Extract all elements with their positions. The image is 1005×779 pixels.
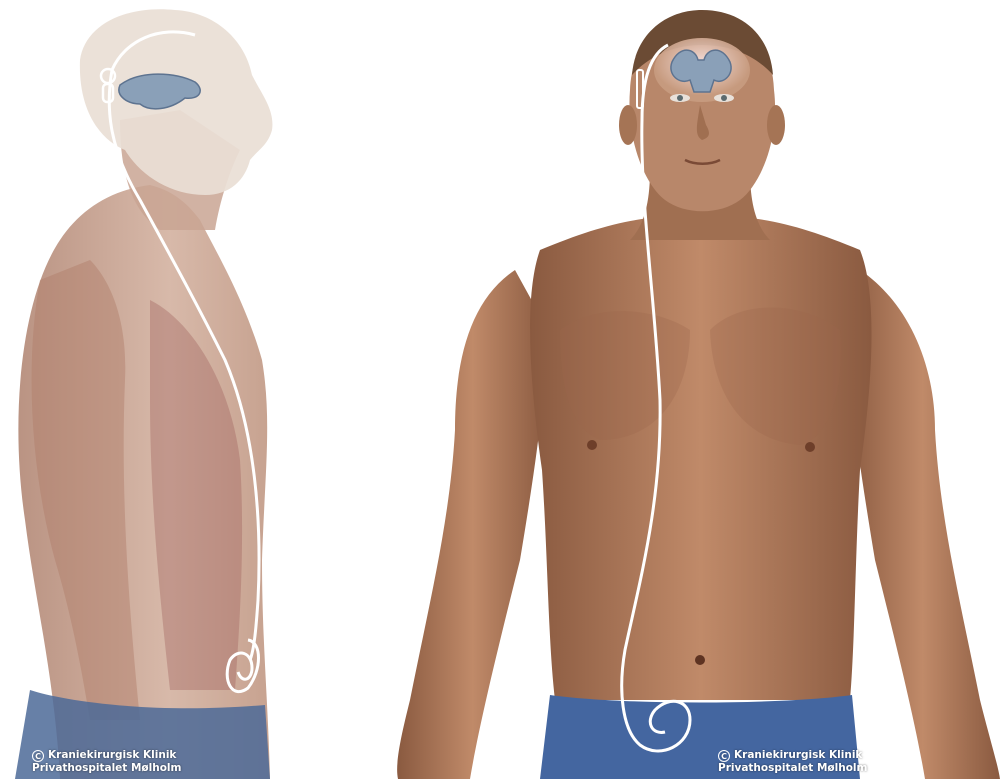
front-nipple-right (805, 442, 815, 452)
front-left-arm (397, 270, 548, 779)
copyright-icon: C (718, 750, 730, 762)
front-ear-left (619, 105, 637, 145)
watermark-line1: Kraniekirurgisk Klinik (734, 749, 862, 762)
watermark-right: C Kraniekirurgisk Klinik Privathospitale… (718, 749, 867, 775)
front-ear-right (767, 105, 785, 145)
front-navel (695, 655, 705, 665)
watermark-line1: Kraniekirurgisk Klinik (48, 749, 176, 762)
watermark-line2: Privathospitalet Mølholm (32, 762, 181, 775)
watermark-left: C Kraniekirurgisk Klinik Privathospitale… (32, 749, 181, 775)
front-view-figure (397, 10, 1000, 779)
copyright-icon: C (32, 750, 44, 762)
watermark-line2: Privathospitalet Mølholm (718, 762, 867, 775)
front-torso (530, 215, 871, 700)
front-nipple-left (587, 440, 597, 450)
side-view-figure (15, 9, 272, 779)
